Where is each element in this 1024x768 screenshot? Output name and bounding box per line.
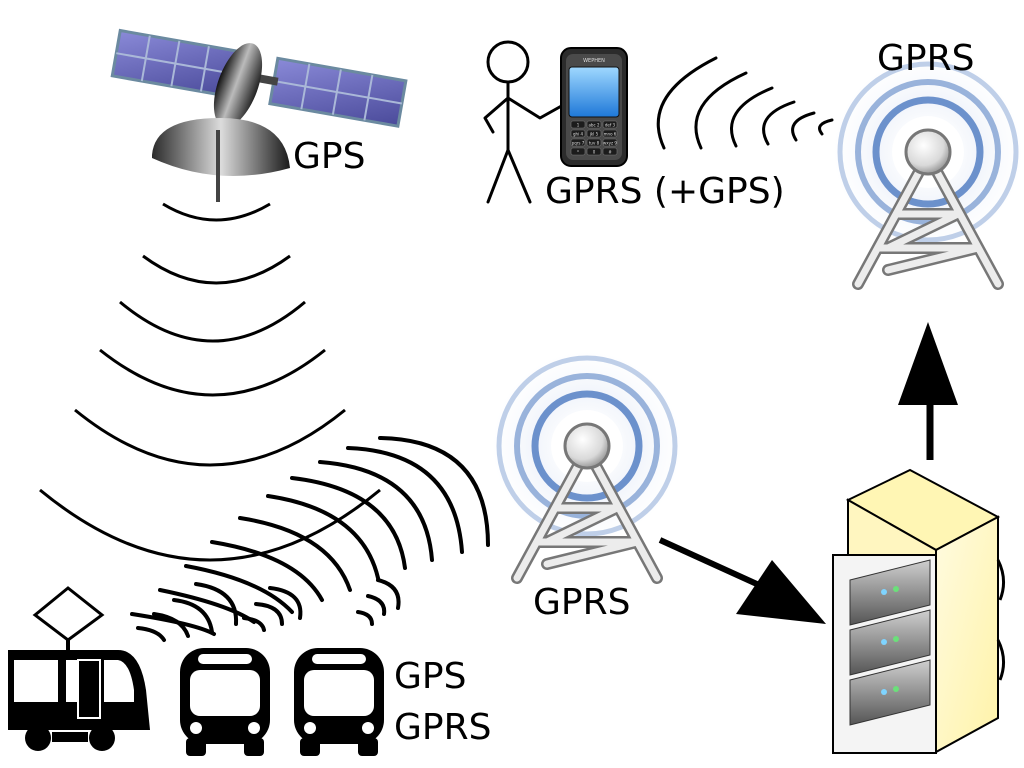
vehicle-signal-arcs [130, 436, 490, 642]
phone-key [586, 138, 602, 147]
bus-icon-1 [180, 648, 270, 756]
tram-icon [8, 586, 150, 751]
phone-key-label: * [577, 150, 579, 155]
label-phone-gprs-gps: GPRS (+GPS) [545, 171, 785, 212]
phone-key-label: jkl 5 [589, 132, 599, 137]
phone-key [586, 147, 602, 156]
satellite-icon [110, 28, 408, 202]
stick-figure-icon [483, 40, 567, 204]
phone-key-label: def 3 [605, 123, 616, 128]
server-rack-icon [832, 468, 1005, 754]
phone-key-label: ghi 4 [573, 132, 583, 137]
gps-signal-arcs [39, 202, 381, 562]
phone-key-label: # [608, 150, 612, 155]
phone-key-label: abc 2 [588, 123, 599, 128]
phone-key [602, 120, 618, 129]
label-tower-top-gprs: GPRS [877, 38, 974, 79]
phone-key [570, 138, 586, 147]
phone-signal-arcs [656, 56, 834, 150]
phone-key [602, 129, 618, 138]
label-vehicles-gprs: GPRS [394, 707, 491, 748]
solar-panel-right [268, 56, 408, 128]
phone-key-label: mno 6 [604, 132, 617, 137]
phone-key-label: pqrs 7 [572, 141, 585, 146]
phone-key-label: 1 [577, 123, 580, 128]
phone-key [570, 147, 586, 156]
label-tower-middle-gprs: GPRS [533, 582, 630, 623]
phone-key [570, 120, 586, 129]
radio-tower-icon-middle [492, 351, 682, 578]
arrow-tower-to-server [658, 537, 826, 624]
phone-key-label: wxyz 9 [603, 141, 617, 146]
arrow-server-to-tower [898, 322, 958, 460]
label-satellite-gps: GPS [293, 136, 365, 177]
phone-key [602, 138, 618, 147]
phone-brand: WEPHEN [583, 58, 605, 64]
phone-key-label: tuv 8 [589, 141, 600, 146]
phone-key-label: 0 [593, 150, 596, 155]
phone-key [586, 129, 602, 138]
phone-key [602, 147, 618, 156]
bus-icon-2 [294, 648, 384, 756]
phone-key [586, 120, 602, 129]
radio-tower-icon-top [833, 57, 1023, 284]
mobile-phone-icon: WEPHEN 1 abc 2 def 3 ghi 4 jkl 5 mno 6 pqrs 7 t… [560, 47, 628, 167]
phone-key [570, 129, 586, 138]
label-vehicles-gps: GPS [394, 656, 466, 697]
